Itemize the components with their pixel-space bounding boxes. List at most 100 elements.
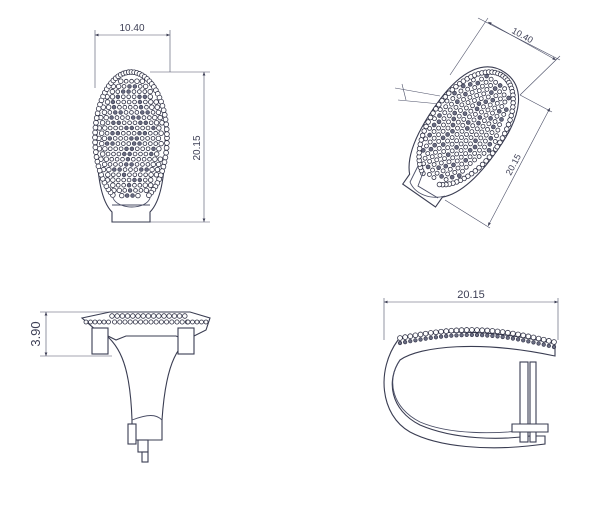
pave-stone — [481, 150, 487, 156]
pave-stone — [469, 332, 474, 338]
pave-stone — [417, 331, 424, 338]
pave-stone — [502, 86, 508, 92]
pave-stone — [137, 99, 143, 105]
pave-stone — [142, 89, 148, 94]
pave-stone — [460, 168, 465, 174]
pave-stone — [486, 121, 492, 127]
pave-stone — [430, 167, 435, 173]
pave-stone — [467, 147, 473, 153]
pave-stone — [458, 154, 464, 160]
pave-stone — [148, 319, 154, 325]
pave-stone — [470, 123, 476, 129]
front-view: 10.40 20.15 — [92, 23, 210, 223]
front-bead-field — [92, 69, 170, 199]
pave-stone — [138, 319, 144, 325]
profile-length-dimension: 20.15 — [457, 289, 485, 301]
pave-stone — [515, 337, 521, 342]
pave-stone — [107, 162, 113, 167]
pave-stone — [443, 104, 449, 110]
pave-stone — [153, 120, 160, 126]
pave-stone — [147, 156, 152, 162]
pave-stone — [489, 90, 494, 95]
pave-stone — [436, 125, 442, 131]
pave-stone — [493, 93, 499, 99]
pave-stone — [142, 141, 148, 146]
pave-stone — [160, 107, 167, 114]
pave-stone — [105, 104, 112, 110]
pave-stone — [465, 126, 470, 131]
pave-stone — [103, 156, 110, 162]
side-bead-field — [83, 313, 209, 325]
pave-stone — [150, 161, 156, 168]
pave-stone — [121, 141, 126, 146]
pave-stone — [127, 84, 132, 89]
pave-stone — [112, 136, 118, 141]
pave-stone — [515, 331, 521, 338]
pave-stone — [92, 134, 98, 141]
pave-stone — [126, 99, 132, 105]
pave-stone — [489, 130, 495, 135]
pave-stone — [454, 151, 460, 157]
pave-stone — [403, 339, 408, 345]
pave-stone — [447, 107, 453, 113]
pave-stone — [92, 139, 98, 146]
pave-stone — [185, 319, 191, 325]
pave-stone — [440, 142, 446, 147]
pave-stone — [445, 171, 451, 177]
pave-stone — [122, 167, 128, 172]
pave-stone — [145, 162, 151, 167]
pave-stone — [502, 99, 508, 105]
pave-stone — [481, 104, 486, 110]
pave-stone — [521, 338, 526, 343]
pave-stone — [536, 341, 541, 346]
pave-stone — [459, 135, 464, 140]
pave-stone — [483, 79, 489, 85]
pave-stone — [136, 115, 141, 120]
pave-stone — [551, 339, 557, 345]
pave-stone — [526, 339, 531, 344]
pave-stone — [162, 154, 169, 161]
pave-stone — [115, 177, 121, 183]
pave-stone — [505, 335, 510, 340]
pave-stone — [137, 182, 143, 188]
pave-stone — [462, 111, 468, 116]
side-view: 3.90 — [28, 311, 211, 463]
pave-stone — [164, 319, 170, 325]
pave-stone — [156, 125, 162, 131]
pave-stone — [488, 83, 493, 88]
pave-stone — [122, 104, 128, 110]
pave-stone — [130, 115, 136, 120]
pave-stone — [102, 125, 108, 131]
pave-stone — [124, 193, 130, 198]
pave-stone — [467, 161, 473, 166]
pave-stone — [190, 319, 195, 325]
pave-stone — [142, 83, 149, 90]
pave-stone — [166, 313, 172, 319]
pave-stone — [146, 192, 152, 199]
pave-stone — [535, 335, 542, 342]
pave-stone — [147, 177, 154, 183]
pave-stone — [147, 130, 153, 136]
pave-stone — [101, 319, 107, 325]
pave-stone — [501, 111, 507, 117]
pave-stone — [129, 125, 135, 131]
pave-stone — [117, 167, 122, 172]
pave-stone — [453, 327, 460, 334]
pave-stone — [454, 158, 460, 164]
pave-stone — [127, 151, 132, 157]
pave-stone — [437, 153, 443, 158]
pave-stone — [122, 188, 127, 193]
pave-stone — [140, 162, 145, 167]
pave-stone — [124, 162, 129, 167]
side-height-dimension: 3.90 — [28, 321, 43, 346]
pave-stone — [443, 163, 449, 169]
pave-stone — [138, 120, 143, 126]
pave-stone — [162, 116, 169, 123]
pave-stone — [116, 187, 122, 194]
pave-stone — [460, 122, 466, 128]
pave-stone — [110, 141, 115, 146]
pave-stone — [428, 335, 433, 341]
pave-stone — [125, 115, 131, 120]
pave-stone — [92, 129, 98, 136]
pave-stone — [107, 146, 113, 152]
